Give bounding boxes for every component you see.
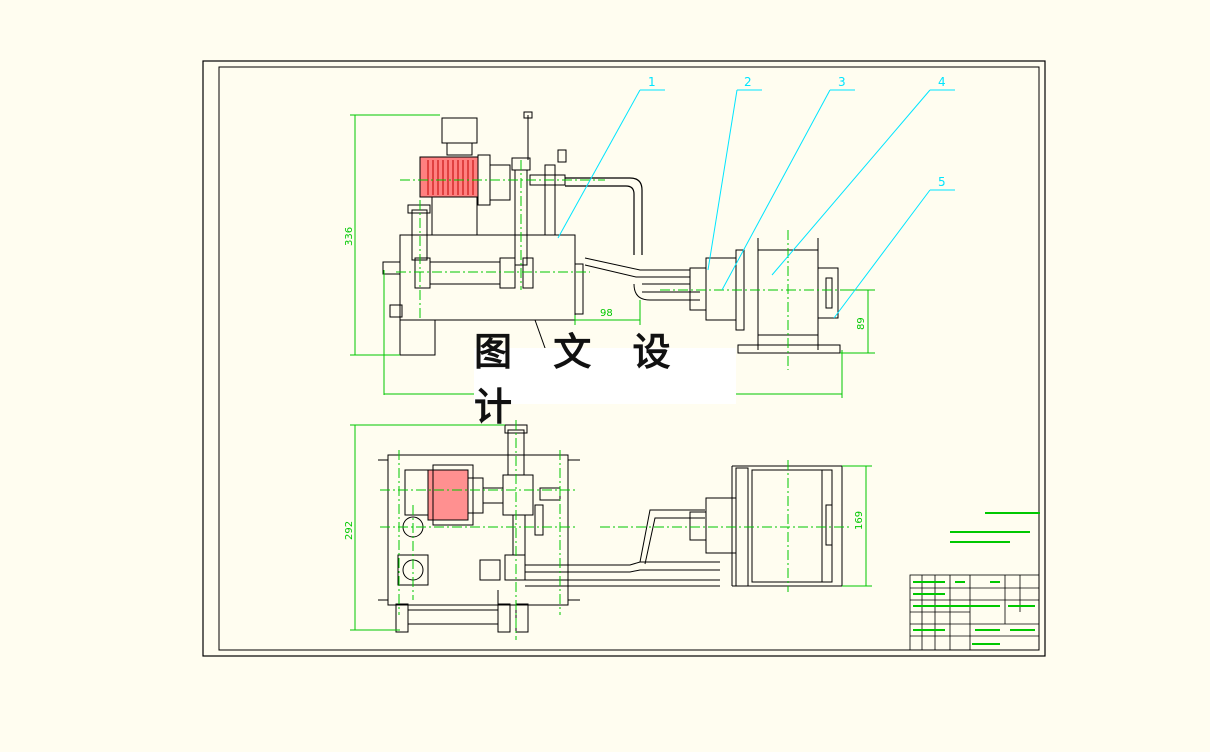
technical-notes xyxy=(950,512,1040,543)
watermark-text: 图 文 设 计 xyxy=(474,329,685,429)
title-block xyxy=(909,574,1040,651)
plan-dimensions xyxy=(350,424,872,631)
heater-tube xyxy=(429,261,501,285)
callout-4: 4 xyxy=(938,75,946,89)
front-centerlines xyxy=(396,160,850,370)
dim-drum-height: 89 xyxy=(856,317,867,330)
inner-frame xyxy=(218,66,1040,651)
motor xyxy=(419,156,479,198)
watermark-banner: 图 文 设 计 xyxy=(474,329,736,429)
plan-view xyxy=(378,424,843,633)
title-block-text xyxy=(913,581,1035,645)
plan-tank xyxy=(387,454,569,606)
dim-drum-width: 169 xyxy=(854,511,865,530)
callout-leaders xyxy=(557,89,955,319)
callout-5: 5 xyxy=(938,175,946,189)
callout-3: 3 xyxy=(838,75,846,89)
dim-front-height: 336 xyxy=(344,227,355,246)
gearbox xyxy=(705,257,737,321)
callout-2: 2 xyxy=(744,75,752,89)
tank-base xyxy=(399,319,436,356)
motor-fan-cap xyxy=(441,117,478,144)
dim-offset: 98 xyxy=(600,308,613,319)
plan-motor xyxy=(427,469,469,521)
plan-drum xyxy=(751,469,823,583)
tank-body xyxy=(399,234,576,321)
dim-plan-height: 292 xyxy=(344,521,355,540)
plan-centerlines xyxy=(380,420,850,640)
outer-frame xyxy=(202,60,1046,657)
callout-1: 1 xyxy=(648,75,656,89)
